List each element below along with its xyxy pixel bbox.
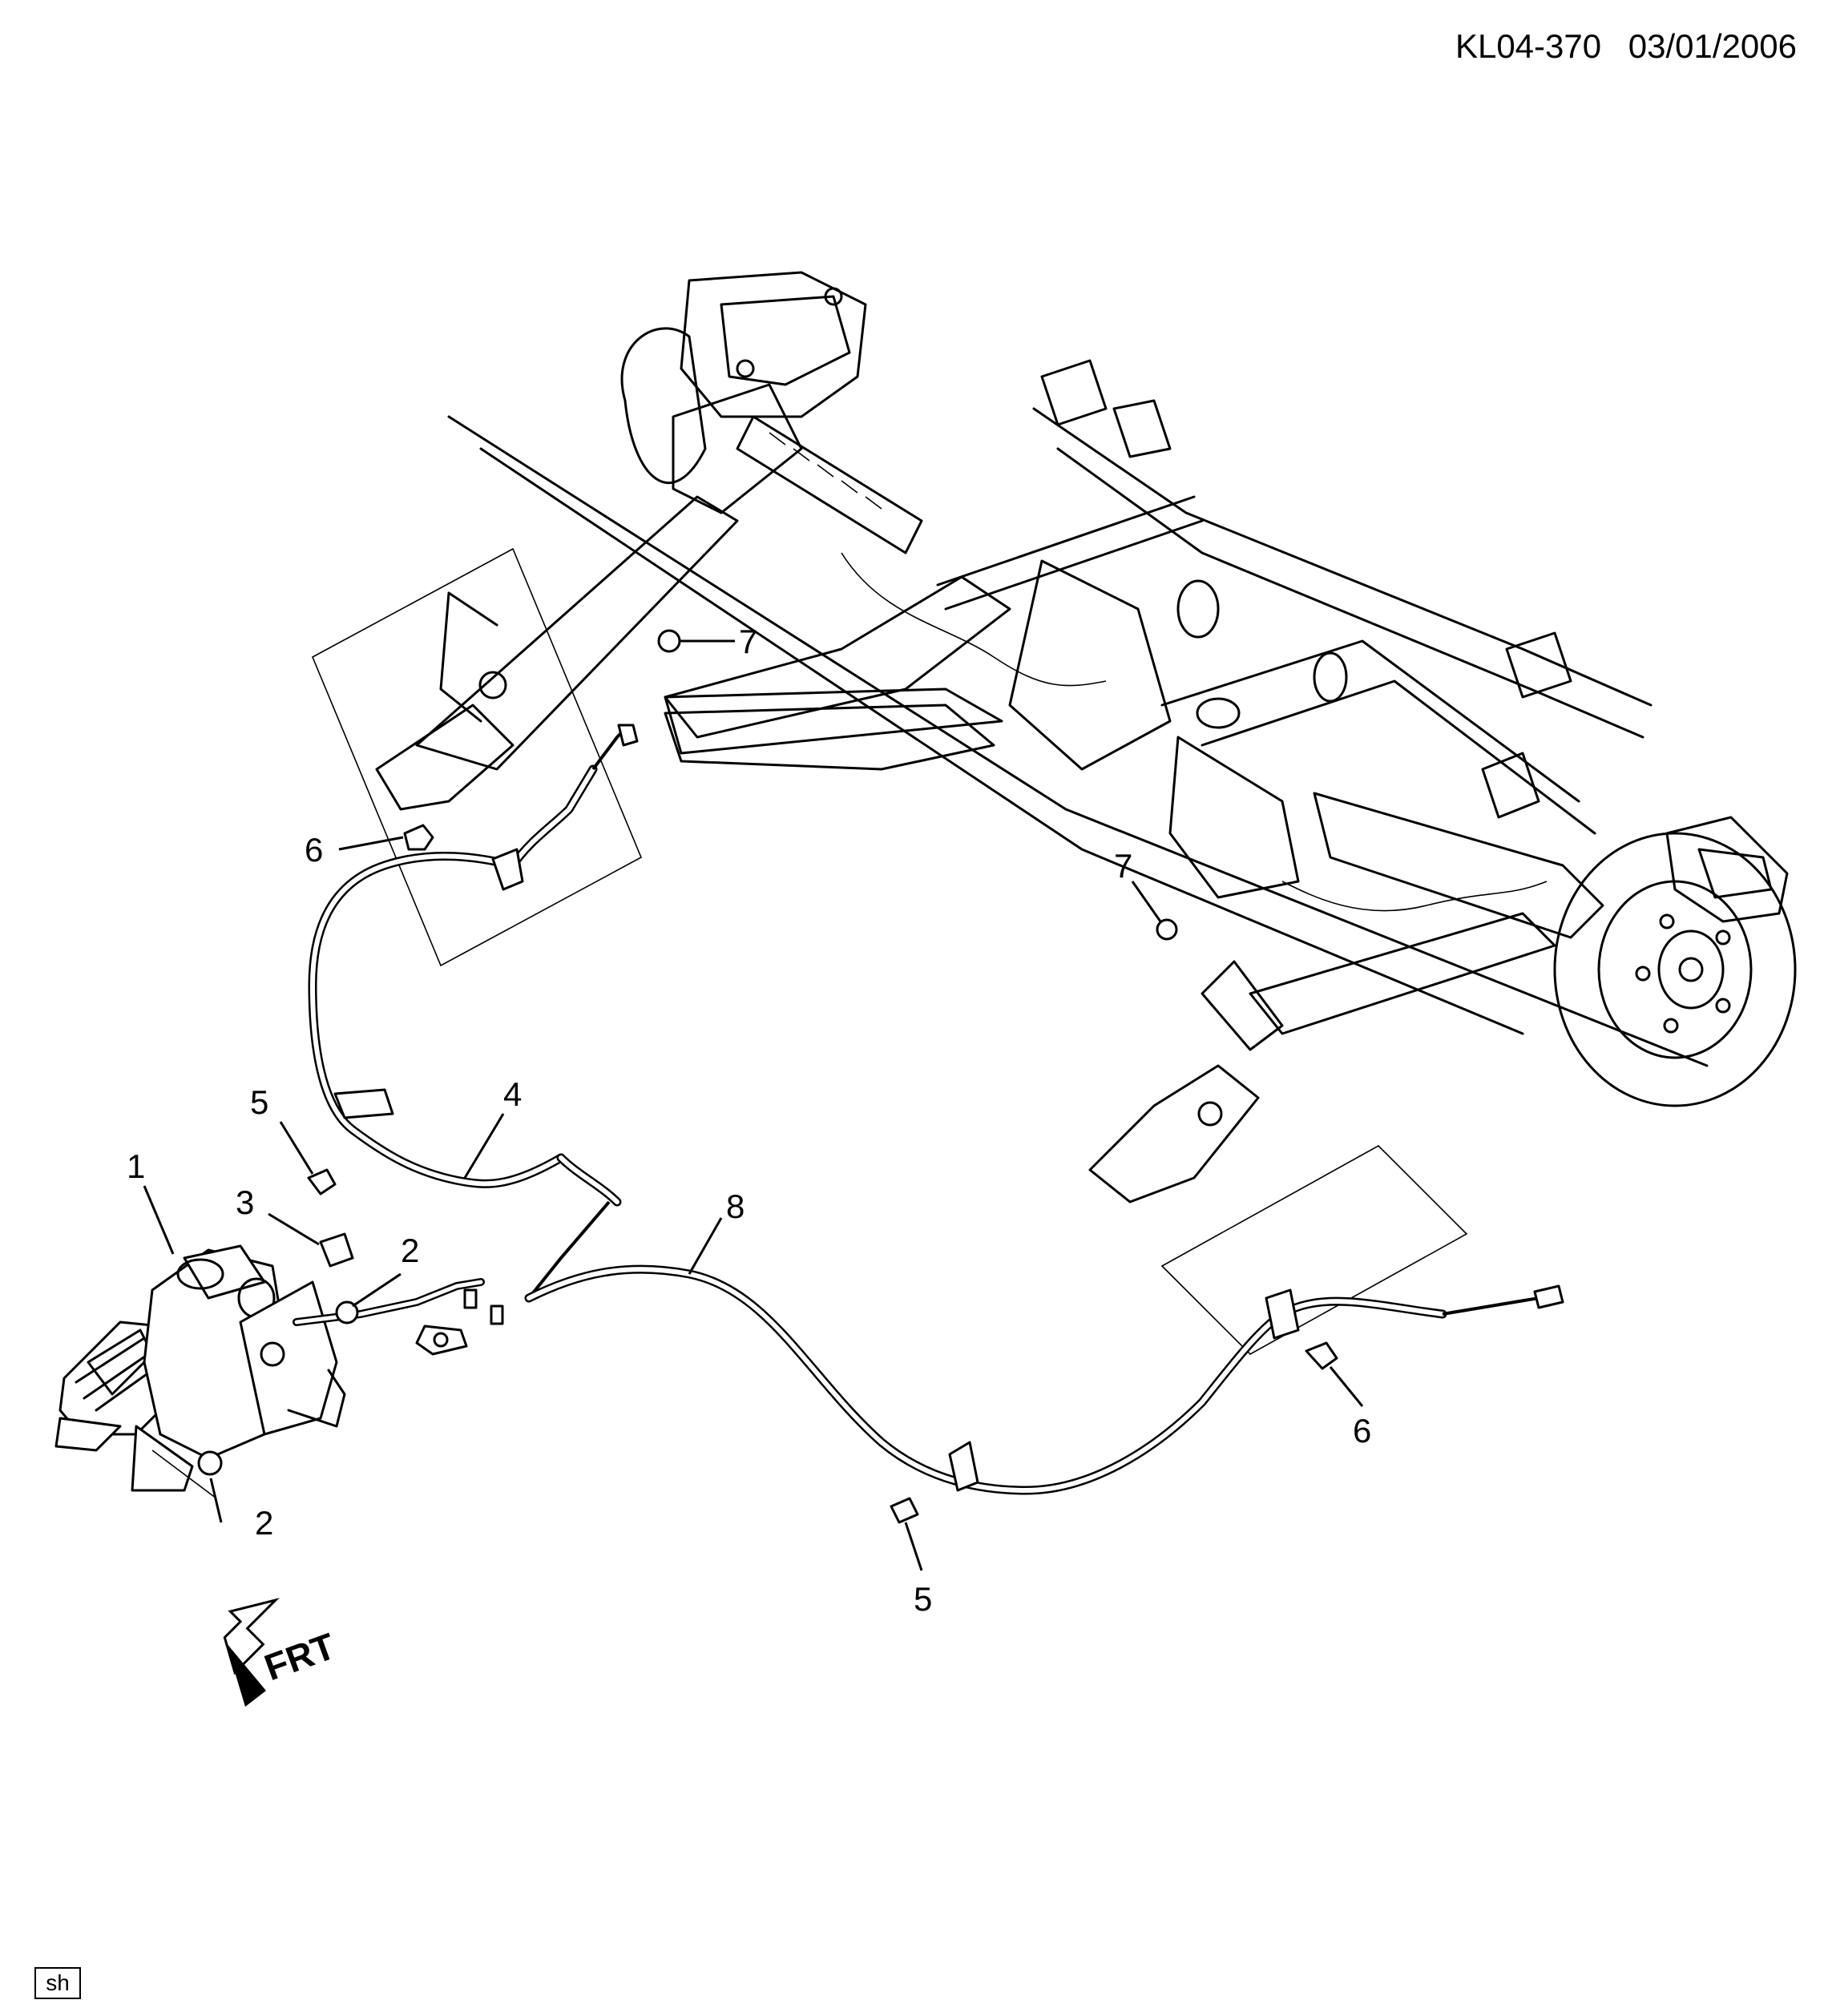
callout-5-bottom: 5 bbox=[914, 1580, 932, 1618]
callout-3: 3 bbox=[236, 1183, 254, 1221]
diagram-header: KL04-370 03/01/2006 bbox=[1455, 27, 1797, 66]
callout-8: 8 bbox=[726, 1187, 745, 1225]
callout-5-left: 5 bbox=[250, 1083, 268, 1121]
diagram-code: KL04-370 bbox=[1455, 27, 1602, 65]
nut-2-upper bbox=[335, 1300, 359, 1325]
bolt-5-left bbox=[307, 1168, 337, 1195]
projection-plane-right bbox=[1160, 1145, 1468, 1355]
sheet-tag: sh bbox=[34, 1967, 81, 1999]
frt-label: FRT bbox=[259, 1625, 341, 1688]
right-rear-cable bbox=[524, 1264, 1564, 1495]
leader-lines bbox=[143, 639, 1364, 1571]
nut-7-upper bbox=[657, 629, 681, 653]
callout-1: 1 bbox=[127, 1147, 145, 1185]
left-rear-cable bbox=[308, 724, 639, 1300]
nut-2-lower bbox=[197, 1450, 223, 1476]
front-direction-marker: FRT bbox=[223, 1598, 341, 1707]
front-arrow-icon bbox=[223, 1598, 280, 1707]
bolt-6-upper bbox=[403, 824, 434, 851]
bolt-6-right bbox=[1305, 1341, 1338, 1370]
parking-brake-lever-assembly bbox=[54, 1244, 346, 1499]
right-brake-rotor bbox=[1553, 832, 1797, 1107]
nut-7-lower bbox=[1156, 918, 1178, 941]
bolt-5-bottom bbox=[890, 1497, 919, 1524]
fasteners bbox=[197, 629, 1338, 1524]
callout-7-upper: 7 bbox=[739, 623, 757, 660]
clip-3 bbox=[319, 1232, 354, 1268]
callout-6-right: 6 bbox=[1353, 1412, 1371, 1450]
rear-suspension-cradle bbox=[311, 271, 1797, 1355]
callout-4: 4 bbox=[503, 1075, 522, 1113]
diagram-date: 03/01/2006 bbox=[1628, 27, 1797, 65]
callout-2-lower: 2 bbox=[255, 1504, 273, 1542]
callout-2-upper: 2 bbox=[401, 1232, 419, 1269]
callout-7-lower: 7 bbox=[1114, 847, 1132, 885]
callout-labels: 1 2 2 3 4 5 5 6 6 7 7 8 bbox=[127, 623, 1371, 1618]
callout-6-upper: 6 bbox=[305, 831, 323, 869]
